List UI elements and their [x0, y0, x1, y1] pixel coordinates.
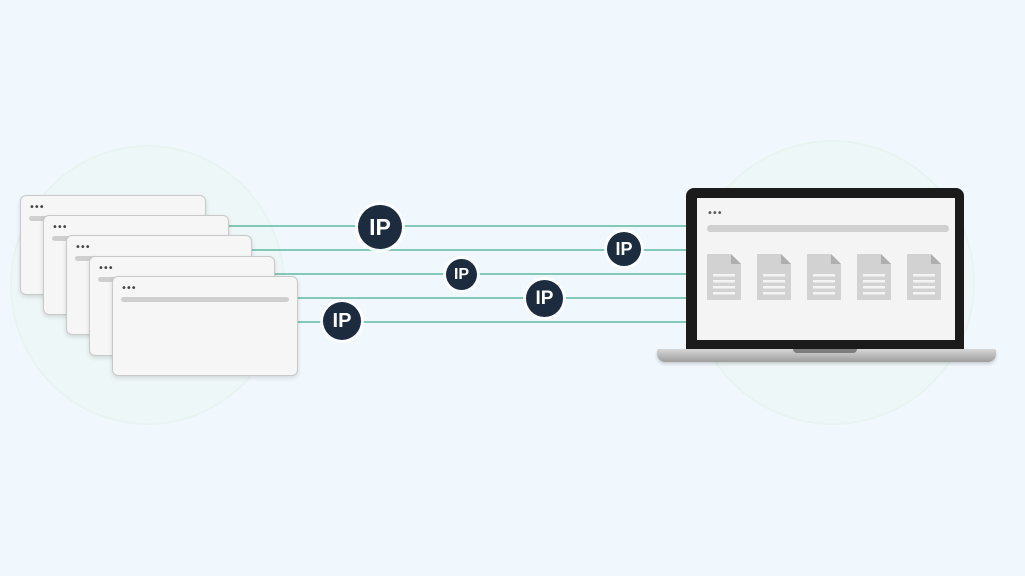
laptop-notch	[793, 349, 857, 353]
document-icon	[907, 254, 941, 300]
browser-window-icon: •••	[112, 276, 298, 376]
document-icon	[807, 254, 841, 300]
document-icon	[857, 254, 891, 300]
ip-badge: IP	[526, 280, 563, 317]
window-dots: •••	[121, 283, 137, 294]
screen-dots: •••	[707, 208, 723, 219]
ip-badge: IP	[446, 259, 477, 290]
ip-badge: IP	[323, 302, 361, 340]
laptop-base	[657, 349, 996, 362]
document-icon	[757, 254, 791, 300]
window-dots: •••	[52, 222, 68, 233]
window-dots: •••	[98, 263, 114, 274]
ip-badge: IP	[358, 205, 402, 249]
screen-address-bar	[707, 225, 949, 232]
window-dots: •••	[29, 202, 45, 213]
ip-badge: IP	[607, 232, 641, 266]
window-dots: •••	[75, 242, 91, 253]
window-address-bar	[121, 297, 289, 302]
document-icon	[707, 254, 741, 300]
